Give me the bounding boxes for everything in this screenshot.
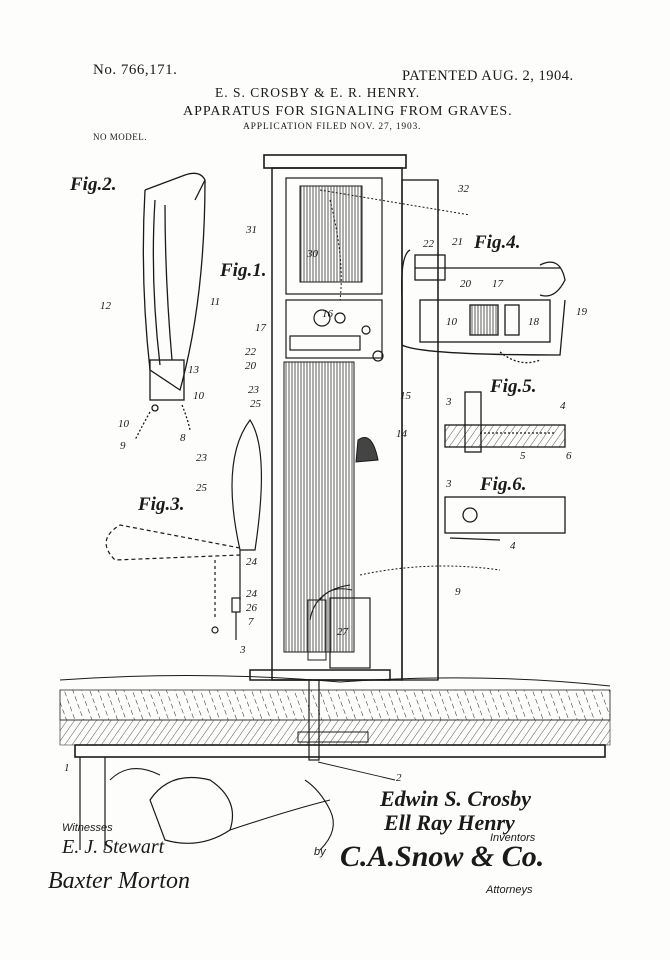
ground-and-grave bbox=[59, 674, 611, 851]
ref-23: 23 bbox=[248, 384, 259, 396]
ref-10a: 10 bbox=[193, 390, 204, 402]
fig6-ref-3: 3 bbox=[446, 478, 452, 490]
ref-30: 30 bbox=[307, 248, 318, 260]
inventor1-signature: Edwin S. Crosby bbox=[380, 786, 531, 811]
fig5-ref-3: 3 bbox=[446, 396, 452, 408]
fig4-ref-18: 18 bbox=[528, 316, 539, 328]
ref-26: 26 bbox=[246, 602, 257, 614]
inventors-label: Inventors bbox=[490, 832, 536, 844]
ref-9b: 9 bbox=[120, 440, 126, 452]
no-model: NO MODEL. bbox=[93, 132, 147, 142]
fig5-ref-4: 4 bbox=[560, 400, 566, 412]
fig6-ref-4: 4 bbox=[510, 540, 516, 552]
ref-22: 22 bbox=[245, 346, 256, 358]
ref-32: 32 bbox=[458, 183, 469, 195]
fig4-ref-17: 17 bbox=[492, 278, 503, 290]
witness1-signature: E. J. Stewart bbox=[62, 836, 165, 858]
ref-13: 13 bbox=[188, 364, 199, 376]
patent-date: PATENTED AUG. 2, 1904. bbox=[402, 68, 574, 84]
ref-10b: 10 bbox=[118, 418, 129, 430]
ref-23b: 23 bbox=[196, 452, 207, 464]
fig4-box bbox=[401, 249, 566, 364]
ref-9: 9 bbox=[455, 586, 461, 598]
by-label: by bbox=[314, 846, 326, 858]
ref-2: 2 bbox=[396, 772, 402, 784]
ref-15: 15 bbox=[400, 390, 411, 402]
fig1-label: Fig.1. bbox=[220, 260, 267, 281]
fig3-label: Fig.3. bbox=[138, 494, 185, 515]
fig4-ref-22: 22 bbox=[423, 238, 434, 250]
ref-20: 20 bbox=[245, 360, 256, 372]
ref-12: 12 bbox=[100, 300, 111, 312]
ref-24b: 24 bbox=[246, 588, 257, 600]
ref-25b: 25 bbox=[196, 482, 207, 494]
ref-1: 1 bbox=[64, 762, 70, 774]
attorney-signature: C.A.Snow & Co. bbox=[340, 840, 545, 873]
fig4-ref-10: 10 bbox=[446, 316, 457, 328]
witnesses-label: Witnesses bbox=[62, 822, 113, 834]
ref-14: 14 bbox=[396, 428, 407, 440]
fig1-column bbox=[249, 154, 501, 681]
fig2-label: Fig.2. bbox=[70, 174, 117, 195]
ref-27: 27 bbox=[337, 626, 348, 638]
ref-3: 3 bbox=[240, 644, 246, 656]
fig6-label: Fig.6. bbox=[480, 474, 527, 495]
ref-7: 7 bbox=[248, 616, 254, 628]
ref-16: 16 bbox=[322, 308, 333, 320]
fig4-ref-20: 20 bbox=[460, 278, 471, 290]
attorneys-label: Attorneys bbox=[486, 884, 533, 896]
inventor-names: E. S. CROSBY & E. R. HENRY. bbox=[215, 85, 421, 100]
ref-24a: 24 bbox=[246, 556, 257, 568]
fig6-block bbox=[444, 496, 566, 541]
fig5-section bbox=[444, 391, 566, 453]
ref-25: 25 bbox=[250, 398, 261, 410]
patent-title: APPARATUS FOR SIGNALING FROM GRAVES. bbox=[183, 104, 513, 119]
fig5-ref-5: 5 bbox=[520, 450, 526, 462]
fig5-label: Fig.5. bbox=[490, 376, 537, 397]
witness2-signature: Baxter Morton bbox=[48, 868, 190, 894]
ref-31: 31 bbox=[246, 224, 257, 236]
application-filed: APPLICATION FILED NOV. 27, 1903. bbox=[243, 122, 422, 132]
ref-11: 11 bbox=[210, 296, 221, 308]
fig4-ref-19: 19 bbox=[576, 306, 587, 318]
patent-number: No. 766,171. bbox=[93, 62, 178, 78]
fig5-ref-6: 6 bbox=[566, 450, 572, 462]
fig4-label: Fig.4. bbox=[474, 232, 521, 253]
fig3-handle bbox=[105, 418, 263, 640]
fig4-ref-21: 21 bbox=[452, 236, 463, 248]
ref-8: 8 bbox=[180, 432, 186, 444]
fig2-frame bbox=[134, 172, 206, 441]
inventor2-signature: Ell Ray Henry bbox=[384, 810, 515, 835]
ref-17: 17 bbox=[255, 322, 266, 334]
